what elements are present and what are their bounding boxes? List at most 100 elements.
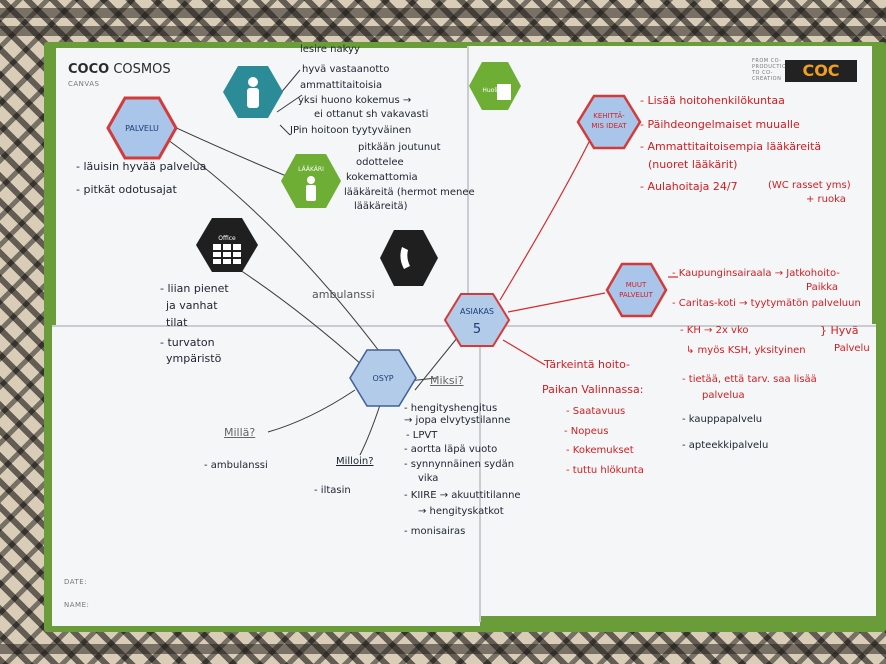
phone-hex[interactable] <box>380 230 438 286</box>
note-muut-9: palvelua <box>702 390 745 401</box>
note-asiakas-4: - Nopeus <box>564 426 609 437</box>
tagline-line: CREATION <box>752 76 782 82</box>
person-icon <box>248 77 258 87</box>
laakari-label: LÄÄKÄRI <box>298 166 324 173</box>
note-muut-5: ↳ myös KSH, yksityinen <box>686 345 806 356</box>
note-muut-7: Palvelu <box>834 343 870 354</box>
asiakas-label: ASIAKAS <box>460 307 494 316</box>
note-palvelu-2: - pitkät odotusajat <box>76 183 177 196</box>
note-miksi-9: - monisairas <box>404 526 466 537</box>
milla-label: Millä? <box>224 426 256 439</box>
line-office-osyp <box>239 269 363 366</box>
kehittamis-label-2: MIS IDEAT <box>591 122 627 130</box>
note-laakari-4: lääkäreitä (hermot menee <box>344 187 475 198</box>
fold-line <box>467 46 469 326</box>
note-kehittamis-5: - Aulahoitaja 24/7 <box>640 180 738 193</box>
office-hex[interactable]: Office <box>196 218 258 272</box>
tagline-line: FROM CO- <box>752 58 782 64</box>
osyp-hex[interactable]: OSYP <box>349 349 417 407</box>
milloin-item: - iltasin <box>314 485 351 496</box>
note-muut-3: - Caritas-koti → tyytymätön palveluun <box>672 298 861 309</box>
tagline-line: TO CO- <box>752 70 773 76</box>
laakari-hex[interactable]: LÄÄKÄRI <box>281 154 341 208</box>
person-icon-body <box>247 88 259 108</box>
phone-icon <box>400 247 410 269</box>
milla-item: - ambulanssi <box>204 460 268 471</box>
line-icon-note <box>276 94 303 113</box>
palvelu-label: PALVELU <box>125 124 159 133</box>
asiakas-count: 5 <box>473 322 481 337</box>
note-miksi-6: vika <box>418 473 439 484</box>
note-office-2: ja vanhat <box>166 299 218 312</box>
note-muut-4: - KH → 2x vko <box>680 325 749 336</box>
osyp-label: OSYP <box>372 374 393 383</box>
note-kehittamis-4: (nuoret lääkärit) <box>648 158 738 171</box>
note-muut-8: - tietää, että tarv. saa lisää <box>682 374 817 385</box>
rug-stripe <box>0 26 886 36</box>
line-osyp-milloin <box>359 404 381 456</box>
asiakas-hex[interactable]: ASIAKAS 5 <box>443 293 511 347</box>
brand-title: COCO COSMOS <box>68 62 171 77</box>
note-kehittamis-2: - Päihdeongelmaiset muualle <box>640 118 800 131</box>
nurse-hex[interactable] <box>223 66 283 118</box>
note-muut-1: - Kaupunginsairaala → Jatkohoito- <box>672 268 840 279</box>
palvelu-hex[interactable]: PALVELU <box>106 96 178 160</box>
note-top-4: yksi huono kokemus → <box>298 95 412 106</box>
note-muut-10: - kauppapalvelu <box>682 414 763 425</box>
note-asiakas-1: Tärkeintä hoito- <box>544 358 630 371</box>
note-kehittamis-6: (WC rasset yms) <box>768 180 851 191</box>
note-laakari-5: lääkäreitä) <box>354 201 408 212</box>
note-asiakas-5: - Kokemukset <box>566 445 634 456</box>
note-miksi-7: - KIIRE → akuuttitilanne <box>404 490 521 501</box>
rug-stripe <box>0 644 886 654</box>
office-building-icon <box>213 244 241 264</box>
note-asiakas-2: Paikan Valinnassa: <box>542 383 644 396</box>
kehittamis-label-1: KEHITTÄ- <box>593 111 625 120</box>
line-asiakas-kehittamis <box>499 139 591 301</box>
line-palvelu-laakari <box>169 124 297 181</box>
panel-bottom-right <box>480 324 876 616</box>
note-office-1: - liian pienet <box>160 282 229 295</box>
note-palvelu-1: - läuisin hyvää palvelua <box>76 160 207 173</box>
note-asiakas-3: - Saatavuus <box>566 406 626 417</box>
doctor-icon <box>307 176 315 184</box>
line-asiakas-muut <box>507 292 606 313</box>
note-laakari-3: kokemattomia <box>346 172 418 183</box>
name-label: NAME: <box>64 601 90 609</box>
line-palvelu-osyp <box>167 139 383 356</box>
huoli-label: Huoli <box>482 87 498 94</box>
note-top-1: lesire nakyy <box>300 44 360 55</box>
note-kehittamis-3: - Ammattitaitoisempia lääkäreitä <box>640 140 822 153</box>
coc-logo: COC <box>785 60 857 82</box>
rug-stripe <box>0 8 886 18</box>
note-office-5: ympäristö <box>166 352 222 365</box>
miksi-label: Miksi? <box>430 374 464 387</box>
note-miksi-2: → jopa elvytystilanne <box>404 415 511 426</box>
note-miksi-4: - aortta läpä vuoto <box>404 444 498 455</box>
brand-title-bold: COCO <box>68 62 110 77</box>
note-office-3: tilat <box>166 316 188 329</box>
brand-subtitle: CANVAS <box>68 80 100 88</box>
panel-top-right <box>468 46 872 326</box>
doctor-icon-body <box>306 185 316 201</box>
muut-label-2: PALVELUT <box>619 291 654 299</box>
note-laakari-2: odottelee <box>356 157 404 168</box>
note-miksi-3: - LPVT <box>406 430 438 441</box>
muut-palvelut-hex[interactable]: MUUT PALVELUT <box>605 262 668 318</box>
muut-label-1: MUUT <box>626 281 647 289</box>
line-asiakas-notes <box>502 339 546 366</box>
note-miksi-5: - synnynnäinen sydän <box>404 459 515 470</box>
note-top-6: JPin hoitoon tyytyväinen <box>290 125 412 136</box>
milloin-label: Milloin? <box>336 456 374 467</box>
note-miksi-1: - hengityshengitus <box>404 403 498 414</box>
line-icon-note <box>279 124 291 136</box>
care-icon <box>497 84 511 100</box>
kehittamis-hex[interactable]: KEHITTÄ- MIS IDEAT <box>576 94 642 150</box>
note-miksi-8: → hengityskatkot <box>418 506 504 517</box>
note-laakari-1: pitkään joutunut <box>358 142 441 153</box>
huoli-hex[interactable]: Huoli <box>469 62 521 110</box>
fold-line <box>479 326 481 622</box>
tagline-line: PRODUCTION <box>752 64 791 70</box>
